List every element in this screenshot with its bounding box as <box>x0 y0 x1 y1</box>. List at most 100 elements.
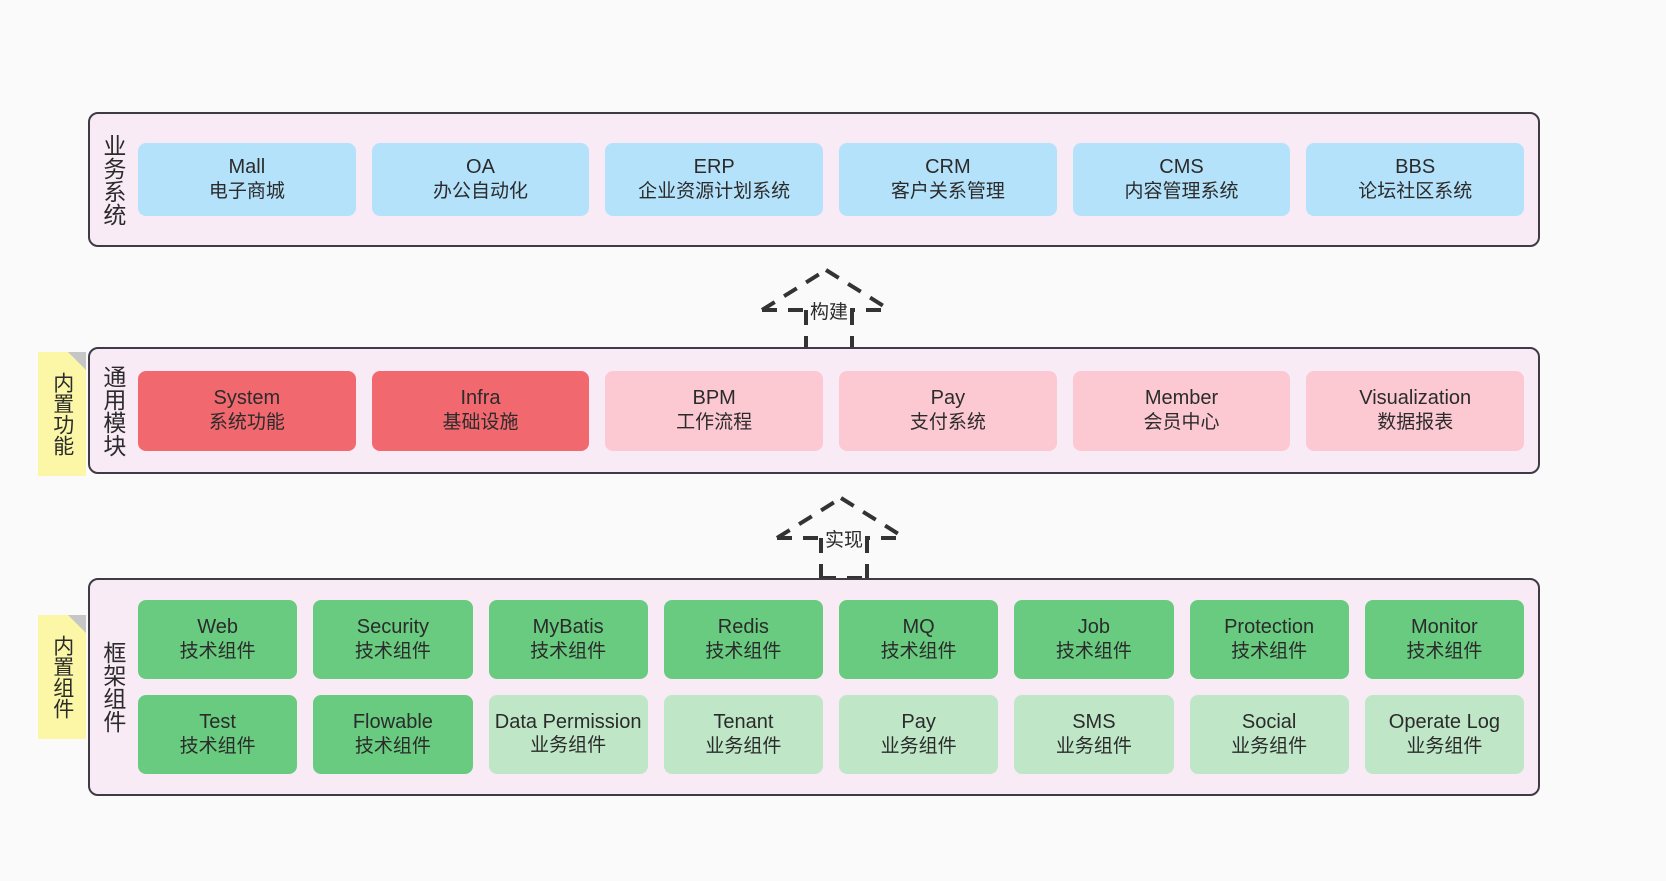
connector-build: 构建 <box>760 262 920 352</box>
node-subtitle: 技术组件 <box>705 641 782 663</box>
node-subtitle: 技术组件 <box>179 736 256 758</box>
node-subtitle: 业务组件 <box>1055 736 1132 758</box>
node-subtitle: 基础设施 <box>442 412 519 434</box>
sticky-note-builtin-features: 内置功能 <box>38 352 86 476</box>
node-subtitle: 内容管理系统 <box>1124 181 1239 203</box>
node-title: Member <box>1144 386 1219 409</box>
node-subtitle: 业务组件 <box>705 736 782 758</box>
node-cms[interactable]: CMS 内容管理系统 <box>1072 143 1291 216</box>
node-pay[interactable]: Pay 支付系统 <box>839 370 1057 451</box>
node-member[interactable]: Member 会员中心 <box>1072 370 1291 451</box>
node-row: Mall 电子商城 OA 办公自动化 ERP 企业资源计划系统 CRM 客户关系… <box>138 143 1525 216</box>
node-subtitle: 技术组件 <box>354 736 431 758</box>
node-subtitle: 客户关系管理 <box>890 181 1005 203</box>
node-title: Mall <box>228 155 266 178</box>
node-security[interactable]: Security 技术组件 <box>313 600 473 679</box>
node-subtitle: 支付系统 <box>909 412 986 434</box>
node-redis[interactable]: Redis 技术组件 <box>663 600 823 679</box>
node-erp[interactable]: ERP 企业资源计划系统 <box>605 143 824 216</box>
node-subtitle: 业务组件 <box>530 734 607 756</box>
layer-label-framework-components: 框架组件 <box>99 641 126 733</box>
connector-implement: 实现 <box>775 490 935 580</box>
node-mybatis[interactable]: MyBatis 技术组件 <box>488 600 648 679</box>
node-row: Test 技术组件 Flowable 技术组件 Data Permission … <box>138 695 1524 774</box>
node-subtitle: 业务组件 <box>880 736 957 758</box>
layer-label-common-modules: 通用模块 <box>99 364 126 457</box>
node-title: BBS <box>1395 155 1436 178</box>
node-title: CRM <box>925 155 971 178</box>
node-title: SMS <box>1072 710 1116 733</box>
node-subtitle: 会员中心 <box>1143 412 1220 434</box>
sticky-fold-icon <box>68 352 86 370</box>
node-title: Data Permission <box>494 710 642 733</box>
node-title: ERP <box>693 155 735 178</box>
node-title: CMS <box>1159 155 1204 178</box>
node-title: MQ <box>902 615 935 638</box>
node-subtitle: 技术组件 <box>354 641 431 663</box>
node-subtitle: 企业资源计划系统 <box>638 181 791 203</box>
node-subtitle: 业务组件 <box>1406 736 1483 758</box>
node-subtitle: 工作流程 <box>676 412 753 434</box>
node-pay-component[interactable]: Pay 业务组件 <box>839 695 999 774</box>
node-title: Social <box>1241 710 1297 733</box>
node-infra[interactable]: Infra 基础设施 <box>371 370 590 451</box>
node-social[interactable]: Social 业务组件 <box>1189 695 1349 774</box>
sticky-note-builtin-components: 内置组件 <box>38 615 86 739</box>
node-protection[interactable]: Protection 技术组件 <box>1189 600 1349 679</box>
node-title: System <box>213 386 281 409</box>
node-monitor[interactable]: Monitor 技术组件 <box>1364 600 1524 679</box>
layer-body-framework-components: Web 技术组件 Security 技术组件 MyBatis 技术组件 Redi… <box>134 580 1538 794</box>
node-subtitle: 论坛社区系统 <box>1358 181 1473 203</box>
node-crm[interactable]: CRM 客户关系管理 <box>839 143 1057 216</box>
node-job[interactable]: Job 技术组件 <box>1014 600 1174 679</box>
node-subtitle: 系统功能 <box>208 412 285 434</box>
node-row: Web 技术组件 Security 技术组件 MyBatis 技术组件 Redi… <box>138 600 1524 679</box>
node-subtitle: 技术组件 <box>530 641 607 663</box>
node-system[interactable]: System 系统功能 <box>138 370 356 451</box>
layer-label-business-systems: 业务系统 <box>99 133 126 226</box>
node-title: Test <box>199 710 236 733</box>
node-subtitle: 业务组件 <box>1231 736 1308 758</box>
sticky-note-label: 内置组件 <box>50 635 74 719</box>
connector-implement-label: 实现 <box>823 525 866 552</box>
node-subtitle: 技术组件 <box>1055 641 1132 663</box>
layer-framework-components: 框架组件 Web 技术组件 Security 技术组件 MyBatis 技术组件… <box>88 578 1540 796</box>
layer-body-business-systems: Mall 电子商城 OA 办公自动化 ERP 企业资源计划系统 CRM 客户关系… <box>134 114 1538 245</box>
node-subtitle: 办公自动化 <box>433 181 529 203</box>
node-data-permission[interactable]: Data Permission 业务组件 <box>488 695 648 774</box>
node-title: Pay <box>901 710 936 733</box>
node-title: Job <box>1077 615 1110 638</box>
node-visualization[interactable]: Visualization 数据报表 <box>1306 370 1525 451</box>
node-subtitle: 技术组件 <box>1231 641 1308 663</box>
node-title: BPM <box>692 386 736 409</box>
node-tenant[interactable]: Tenant 业务组件 <box>663 695 823 774</box>
node-title: Protection <box>1224 615 1315 638</box>
node-flowable[interactable]: Flowable 技术组件 <box>313 695 473 774</box>
node-title: Redis <box>717 615 769 638</box>
node-test[interactable]: Test 技术组件 <box>138 695 298 774</box>
node-title: Web <box>197 615 238 638</box>
node-bpm[interactable]: BPM 工作流程 <box>605 370 824 451</box>
node-subtitle: 数据报表 <box>1377 412 1454 434</box>
node-subtitle: 技术组件 <box>1406 641 1483 663</box>
node-title: Operate Log <box>1388 710 1500 733</box>
node-web[interactable]: Web 技术组件 <box>138 600 298 679</box>
node-title: Infra <box>460 386 501 409</box>
node-title: Pay <box>930 386 966 409</box>
node-mall[interactable]: Mall 电子商城 <box>138 143 356 216</box>
node-subtitle: 电子商城 <box>208 181 285 203</box>
node-subtitle: 技术组件 <box>880 641 957 663</box>
node-mq[interactable]: MQ 技术组件 <box>839 600 999 679</box>
node-subtitle: 技术组件 <box>179 641 256 663</box>
sticky-note-label: 内置功能 <box>50 372 74 456</box>
node-sms[interactable]: SMS 业务组件 <box>1014 695 1174 774</box>
sticky-fold-icon <box>68 615 86 633</box>
node-bbs[interactable]: BBS 论坛社区系统 <box>1306 143 1525 216</box>
layer-business-systems: 业务系统 Mall 电子商城 OA 办公自动化 ERP 企业资源计划系统 CRM… <box>88 112 1540 247</box>
layer-common-modules: 通用模块 System 系统功能 Infra 基础设施 BPM 工作流程 Pay… <box>88 347 1540 474</box>
node-oa[interactable]: OA 办公自动化 <box>371 143 590 216</box>
node-title: Tenant <box>713 710 774 733</box>
node-title: Security <box>356 615 429 638</box>
node-operate-log[interactable]: Operate Log 业务组件 <box>1364 695 1524 774</box>
